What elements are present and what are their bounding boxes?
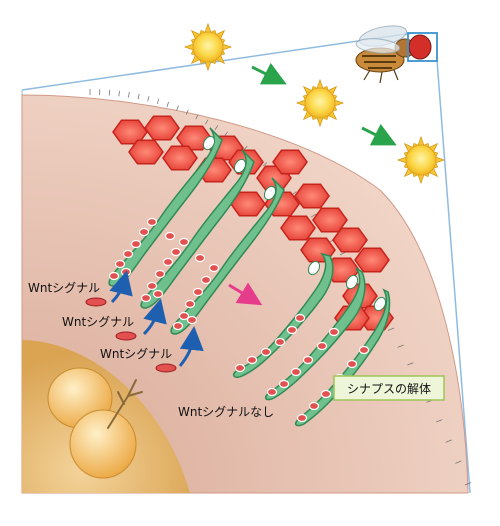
synaptic-bouton: [142, 295, 151, 302]
synaptic-bouton: [188, 317, 197, 324]
synaptic-bouton: [310, 403, 319, 410]
synaptic-bouton: [180, 239, 189, 246]
label-wnt-signal-2: Wntシグナル: [62, 315, 134, 329]
synaptic-bouton: [330, 329, 339, 336]
synaptic-bouton: [186, 301, 195, 308]
synaptic-bouton: [288, 327, 297, 334]
synaptic-bouton: [122, 269, 131, 276]
hexagon-cell: [295, 184, 329, 208]
synaptic-bouton: [180, 313, 189, 320]
hexagon-cell: [129, 140, 163, 164]
synaptic-bouton: [262, 349, 271, 356]
synaptic-bouton: [322, 391, 331, 398]
green-arrow-2: [362, 128, 386, 140]
hexagon-cell: [281, 216, 315, 240]
synaptic-bouton: [236, 365, 245, 372]
synaptic-bouton: [148, 219, 157, 226]
label-synapse-disassembly: シナプスの解体: [347, 382, 431, 396]
label-no-wnt-signal: Wntシグナルなし: [178, 405, 274, 419]
synaptic-bouton: [148, 283, 157, 290]
synaptic-bouton: [296, 315, 305, 322]
wnt-molecule-2: [116, 332, 136, 340]
synaptic-bouton: [360, 347, 369, 354]
synaptic-bouton: [194, 289, 203, 296]
synaptic-bouton: [124, 251, 133, 258]
synaptic-bouton: [172, 249, 181, 256]
hexagon-cell: [333, 228, 367, 252]
label-wnt-signal-1: Wntシグナル: [28, 281, 100, 295]
synaptic-bouton: [304, 357, 313, 364]
synaptic-bouton: [348, 361, 357, 368]
synaptic-bouton: [276, 339, 285, 346]
synaptic-bouton: [298, 415, 307, 422]
synaptic-bouton: [174, 323, 183, 330]
fruit-fly-icon: [355, 22, 431, 83]
hexagon-cell: [145, 116, 179, 140]
synaptic-bouton: [164, 259, 173, 266]
green-arrow-1: [252, 67, 276, 79]
synaptic-bouton: [116, 261, 125, 268]
wnt-molecule-1: [86, 298, 106, 306]
sun-icon-2: [297, 80, 343, 126]
synaptic-bouton: [156, 271, 165, 278]
sun-icon-1: [185, 24, 231, 70]
hexagon-cell: [355, 248, 389, 272]
hexagon-cell: [163, 146, 197, 170]
synaptic-bouton: [132, 241, 141, 248]
synaptic-bouton: [280, 381, 289, 388]
sun-icon-3: [398, 137, 444, 183]
synaptic-bouton: [292, 369, 301, 376]
synaptic-bouton: [110, 273, 119, 280]
synaptic-bouton: [166, 233, 175, 240]
synaptic-bouton: [268, 389, 277, 396]
hexagon-cell: [273, 150, 307, 174]
synaptic-bouton: [318, 343, 327, 350]
synaptic-bouton: [140, 229, 149, 236]
synaptic-bouton: [202, 277, 211, 284]
label-wnt-signal-3: Wntシグナル: [100, 347, 172, 361]
synaptic-bouton: [154, 291, 163, 298]
synaptic-bouton: [210, 265, 219, 272]
wnt-molecule-3: [156, 364, 176, 372]
synaptic-bouton: [248, 357, 257, 364]
synaptic-bouton: [196, 255, 205, 262]
